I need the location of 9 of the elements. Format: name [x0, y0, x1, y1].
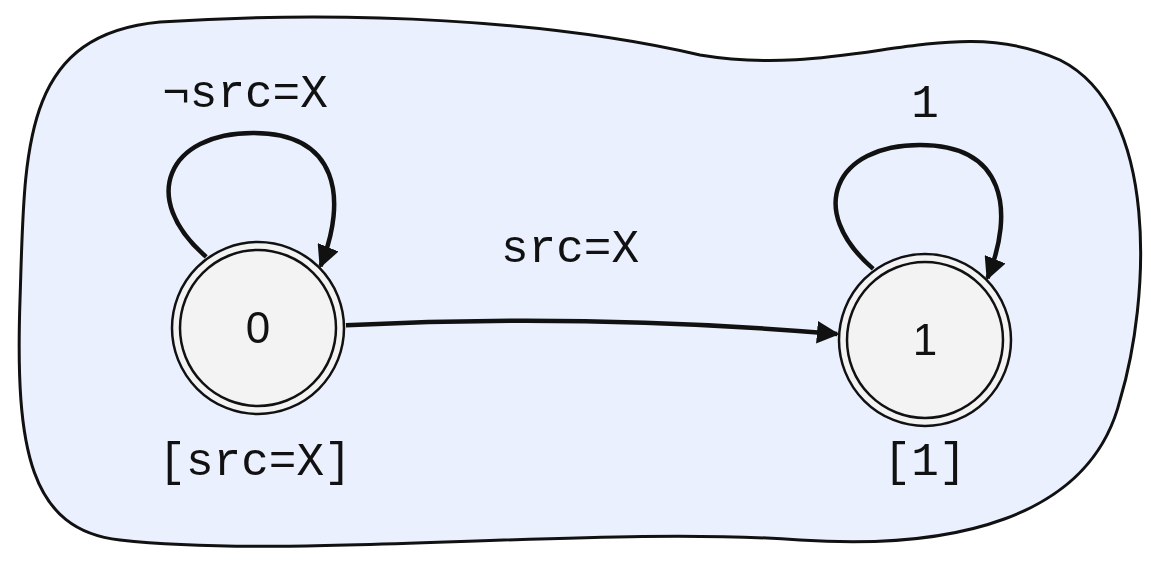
- output-label: [src=X]: [158, 440, 352, 486]
- output-label: [1]: [883, 440, 967, 486]
- state-label: 1: [912, 315, 938, 365]
- transition-arrow: [345, 318, 840, 344]
- state-label: 0: [245, 303, 271, 353]
- accepting-state-circle: [170, 240, 346, 416]
- transition-arrow: [166, 130, 338, 269]
- transition-arrow: [833, 142, 1005, 281]
- accepting-state-circle: [837, 252, 1013, 428]
